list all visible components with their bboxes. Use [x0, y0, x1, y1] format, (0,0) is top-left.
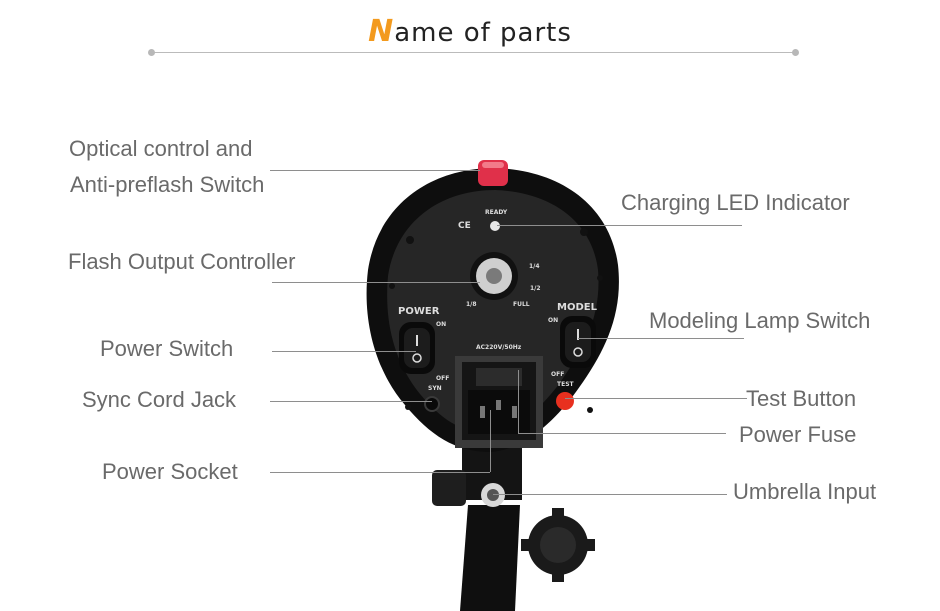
leader-umbrella [493, 494, 727, 495]
label-sync-cord: Sync Cord Jack [82, 387, 237, 412]
label-test-button: Test Button [746, 386, 857, 411]
stand-pole [460, 505, 520, 611]
leader-flash-output [272, 282, 480, 283]
power-socket [468, 390, 530, 434]
sync-cord-jack [424, 396, 440, 412]
label-optical-line2: Anti-preflash Switch [70, 172, 265, 197]
leader-power-fuse [518, 433, 726, 434]
label-optical-line1: Optical control and [69, 136, 253, 161]
test-text: TEST [557, 381, 575, 388]
label-charging-led: Charging LED Indicator [621, 190, 850, 215]
leader-power-socket [270, 472, 490, 473]
page-title: Name of parts [0, 14, 940, 49]
test-button [556, 392, 574, 410]
label-power-switch: Power Switch [100, 336, 234, 361]
leader-power-fuse-vertical [518, 370, 519, 433]
charging-led [490, 221, 500, 231]
scale-half: 1/2 [530, 285, 541, 292]
leader-optical [270, 170, 480, 171]
label-modeling-lamp: Modeling Lamp Switch [649, 308, 871, 333]
scale-quarter: 1/4 [529, 263, 540, 270]
scale-eighth: 1/8 [466, 301, 477, 308]
label-power-fuse: Power Fuse [739, 422, 857, 447]
rear-panel [387, 190, 599, 433]
lock-knob-right [521, 508, 595, 582]
power-off-text: OFF [436, 375, 449, 382]
model-on-text: ON [548, 317, 558, 324]
model-text: MODEL [557, 302, 598, 313]
title-divider [152, 52, 796, 53]
divider-dot-right [792, 49, 799, 56]
divider-dot-left [148, 49, 155, 56]
model-off-text: OFF [551, 371, 564, 378]
scale-full: FULL [513, 301, 530, 308]
leader-power-switch [272, 351, 416, 352]
umbrella-hole-inner [487, 489, 499, 501]
voltage-text: AC220V/50Hz [476, 344, 522, 351]
title-rest: ame of parts [394, 18, 572, 48]
leader-power-socket-vertical [490, 410, 491, 472]
power-text: POWER [398, 306, 440, 317]
leader-test-button [565, 398, 747, 399]
label-umbrella-input: Umbrella Input [733, 479, 877, 504]
title-first-letter: N [368, 14, 395, 49]
ce-mark: CE [458, 221, 471, 231]
fuse-holder [476, 368, 522, 386]
leader-charging-led [497, 225, 742, 226]
label-flash-output: Flash Output Controller [68, 249, 296, 274]
power-on-text: ON [436, 321, 446, 328]
leader-sync-cord [270, 401, 432, 402]
label-power-socket: Power Socket [102, 459, 238, 484]
ready-text: READY [485, 209, 508, 216]
syn-text: SYN [428, 385, 442, 392]
tilt-knob-left [432, 470, 466, 506]
leader-modeling-lamp [578, 338, 744, 339]
